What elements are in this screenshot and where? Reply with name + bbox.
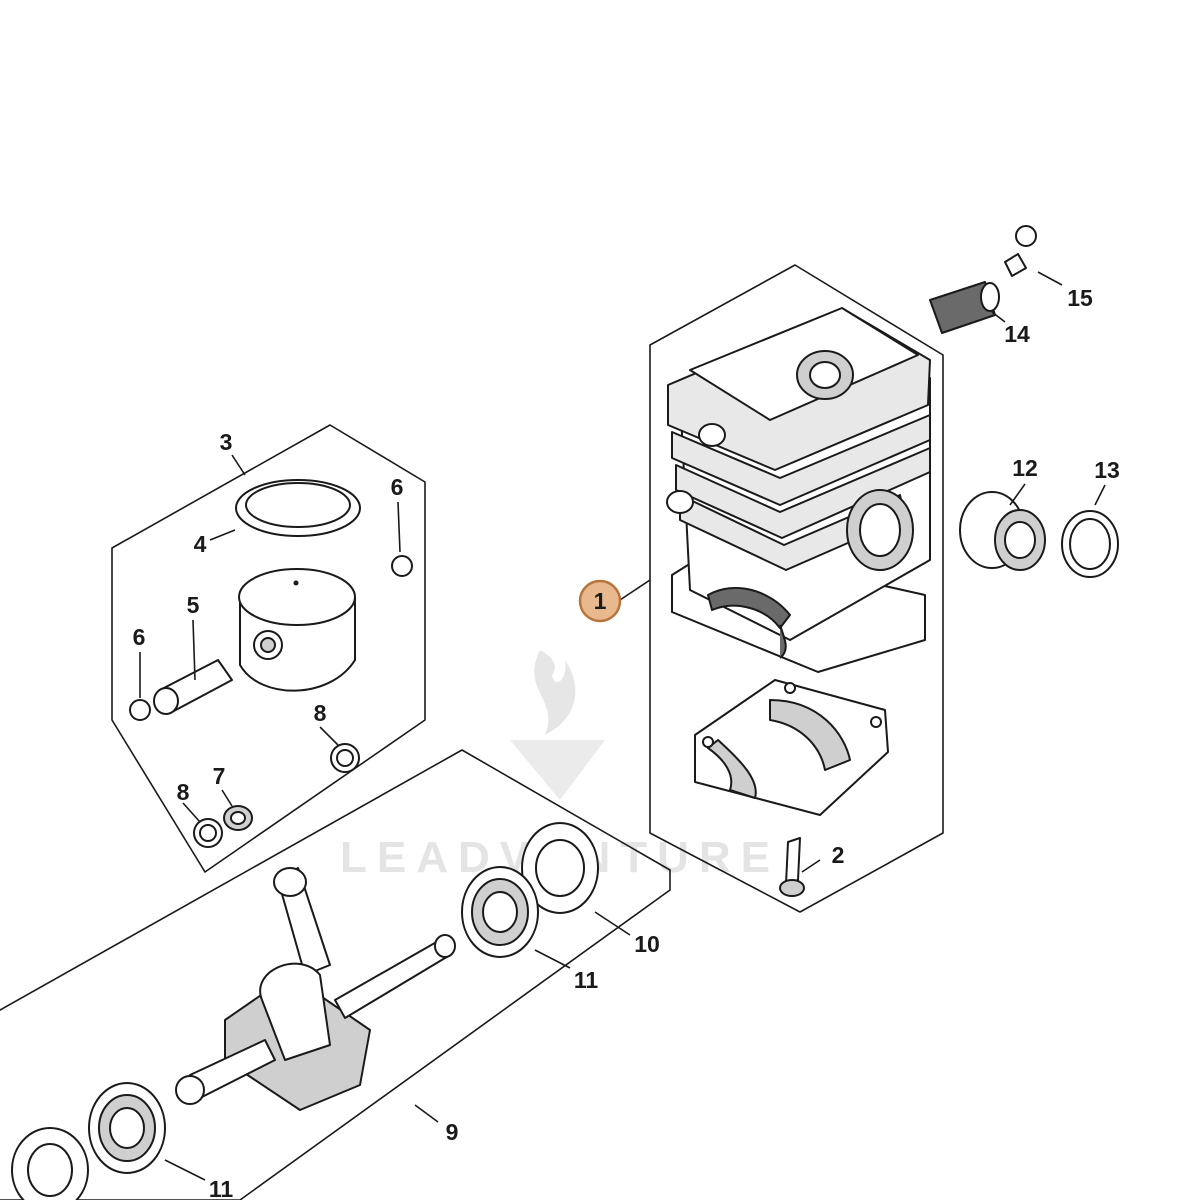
callout-9: 9 — [446, 1119, 459, 1145]
intake-flange-part — [959, 491, 1046, 571]
callout-8b: 8 — [177, 779, 190, 805]
callout-1: 1 — [578, 579, 622, 623]
callouts: 1 2 3 4 5 6 6 7 8 8 9 10 11 11 12 13 14 … — [133, 285, 1120, 1200]
callout-7: 7 — [213, 763, 226, 789]
callout-6b: 6 — [133, 624, 146, 650]
callout-8a: 8 — [314, 700, 327, 726]
decompression-valve-part — [929, 281, 1000, 334]
cylinder-part — [666, 307, 931, 673]
leader-lines — [139, 271, 1106, 1181]
crankshaft-part — [175, 867, 456, 1111]
screw-part — [779, 837, 805, 897]
needle-bearing-part — [223, 805, 253, 831]
callout-15: 15 — [1067, 285, 1093, 311]
small-screw-part — [1004, 225, 1037, 277]
callout-3: 3 — [220, 429, 233, 455]
circlip-part — [129, 555, 413, 721]
callout-1-highlight — [578, 579, 622, 623]
piston-group-frame — [111, 424, 426, 873]
crankshaft-group-frame — [0, 749, 671, 1200]
callout-11b: 11 — [209, 1176, 234, 1200]
crankcase-half-part — [694, 679, 889, 816]
callout-6a: 6 — [391, 474, 404, 500]
piston-pin-part — [153, 659, 233, 715]
callout-12: 12 — [1012, 455, 1038, 481]
piston-ring-part — [235, 479, 361, 537]
callout-2: 2 — [832, 842, 845, 868]
callout-13: 13 — [1094, 457, 1120, 483]
callout-5: 5 — [187, 592, 200, 618]
ball-bearing-part — [88, 866, 539, 1174]
clamp-ring-part — [1061, 510, 1119, 578]
callout-4: 4 — [194, 531, 207, 557]
callout-11a: 11 — [574, 967, 599, 993]
piston-part — [238, 568, 356, 692]
shaft-seal-part — [11, 822, 599, 1200]
callout-label: 1 — [594, 588, 607, 614]
thrust-washer-part — [193, 743, 360, 848]
cylinder-group-frame — [649, 264, 944, 913]
callout-10: 10 — [634, 931, 660, 957]
callout-14: 14 — [1004, 321, 1030, 347]
